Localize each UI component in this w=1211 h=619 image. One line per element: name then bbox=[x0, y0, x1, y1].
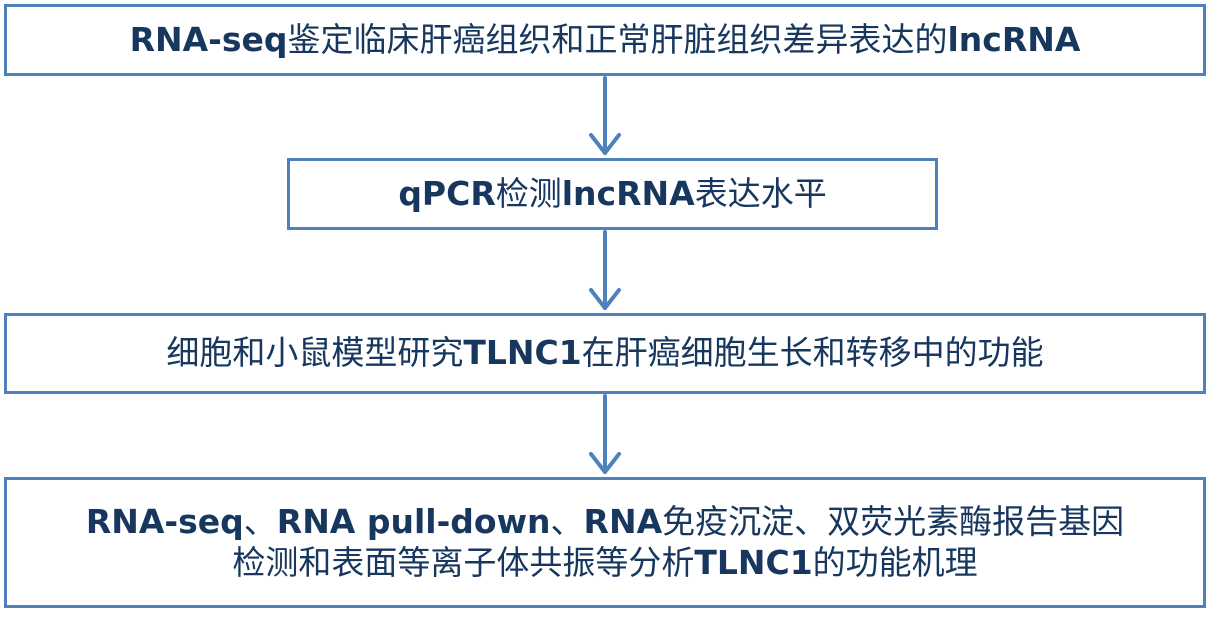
step-1-part: 鉴定临床肝癌组织和正常肝脏组织差异表达的 bbox=[287, 19, 948, 59]
step-3-box: 细胞和小鼠模型研究TLNC1在肝癌细胞生长和转移中的功能 bbox=[4, 313, 1206, 394]
step-1-text: RNA-seq鉴定临床肝癌组织和正常肝脏组织差异表达的lncRNA bbox=[130, 20, 1081, 60]
step-4-part: 检测和表面等离子体共振等分析 bbox=[232, 542, 695, 582]
step-4-part: 免疫沉淀、双荧光素酶报告基因 bbox=[662, 502, 1125, 542]
step-4-part: 、 bbox=[550, 502, 584, 542]
step-2-part: qPCR bbox=[398, 173, 496, 213]
step-4-text-line-2: 检测和表面等离子体共振等分析TLNC1的功能机理 bbox=[232, 543, 977, 583]
step-3-part: TLNC1 bbox=[463, 333, 582, 373]
step-3-part: 在肝癌细胞生长和转移中的功能 bbox=[581, 333, 1044, 373]
step-2-part: 检测 bbox=[495, 173, 562, 213]
step-2-text: qPCR检测lncRNA表达水平 bbox=[398, 174, 826, 214]
step-4-text-line-1: RNA-seq、RNA pull-down、RNA免疫沉淀、双荧光素酶报告基因 bbox=[86, 502, 1124, 542]
step-1-part: lncRNA bbox=[947, 19, 1081, 59]
step-2-box: qPCR检测lncRNA表达水平 bbox=[287, 158, 938, 230]
step-4-part: RNA pull-down bbox=[276, 502, 551, 542]
step-1-part: RNA-seq bbox=[129, 19, 288, 59]
step-4-part: 的功能机理 bbox=[812, 542, 978, 582]
step-4-box: RNA-seq、RNA pull-down、RNA免疫沉淀、双荧光素酶报告基因 … bbox=[4, 477, 1206, 608]
arrow-step3-to-step4 bbox=[589, 394, 621, 474]
step-4-part: RNA bbox=[583, 502, 663, 542]
arrow-step2-to-step3 bbox=[589, 230, 621, 310]
step-3-text: 细胞和小鼠模型研究TLNC1在肝癌细胞生长和转移中的功能 bbox=[166, 333, 1043, 373]
step-4-part: TLNC1 bbox=[694, 542, 813, 582]
step-4-part: 、 bbox=[243, 502, 277, 542]
step-3-part: 细胞和小鼠模型研究 bbox=[166, 333, 464, 373]
step-1-box: RNA-seq鉴定临床肝癌组织和正常肝脏组织差异表达的lncRNA bbox=[4, 4, 1206, 76]
step-2-part: 表达水平 bbox=[694, 173, 827, 213]
arrow-step1-to-step2 bbox=[589, 76, 621, 155]
step-2-part: lncRNA bbox=[561, 173, 695, 213]
step-4-part: RNA-seq bbox=[85, 502, 244, 542]
